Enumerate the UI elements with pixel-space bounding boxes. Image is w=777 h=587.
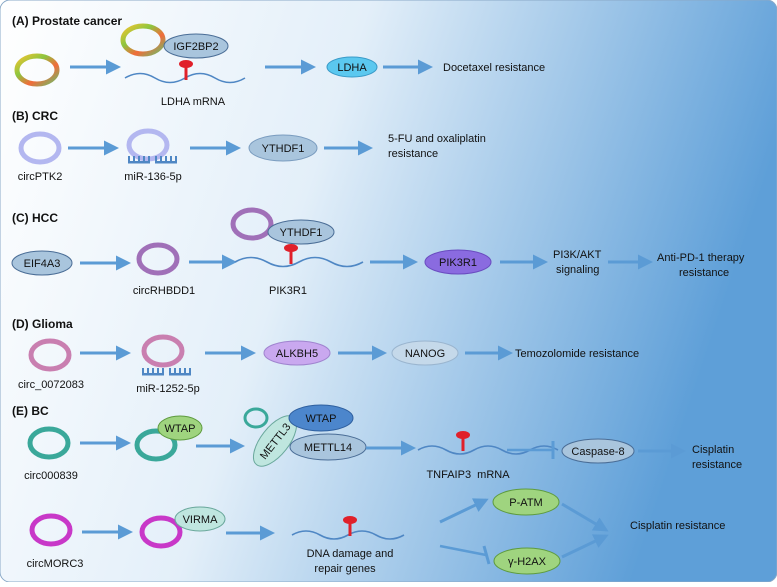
virma-label: VIRMA [183,514,219,526]
pik3r1-node [424,249,492,275]
wtap-label-blue: WTAP [306,413,337,425]
m6a-mark-head [284,244,298,252]
oxaliplatin-resistance-line1: 5-FU and oxaliplatin [388,133,486,145]
circrhbdd1-ring [230,207,274,241]
wtap-node-blue [288,404,354,432]
p-atm-node [492,488,560,516]
ythdf1-node [248,134,318,162]
circrhbdd1-label: circRHBDD1 [133,285,195,297]
circ-0072083-ring [141,334,185,368]
mirna-comb [142,368,191,376]
m6a-mark-head [456,431,470,439]
h2ax-node [493,547,561,575]
panel-e: (E) BC circ000839 WTAP METTL3 WTAP METTL… [12,404,742,575]
caspase-8-label: Caspase-8 [571,446,624,458]
circmorc3-label: circMORC3 [27,558,84,570]
inhibition-arrow [439,544,487,557]
circ000839-label: circ000839 [24,470,78,482]
panel-a: (A) Prostate cancer IGF2BP2 LDHA mRNA LD… [12,14,545,108]
tnfaip3-mrna-label: TNFAIP3 mRNA [426,469,510,481]
ythdf1-label: YTHDF1 [262,143,305,155]
ldha-mrna-label: LDHA mRNA [161,96,226,108]
ythdf1-label: YTHDF1 [280,227,323,239]
circ000839-ring [243,407,269,429]
circrhbdd1-ring [136,242,180,276]
dna-damage-line1: DNA damage and [307,548,394,560]
h2ax-label: γ-H2AX [508,556,547,568]
pik3r1-label: PIK3R1 [439,257,477,269]
circptk2-ring [18,131,62,165]
arrow [439,498,489,524]
oxaliplatin-resistance-line2: resistance [388,148,438,160]
ythdf1-node [267,219,335,245]
virma-node [174,506,226,532]
mettl14-label: METTL14 [304,442,352,454]
anti-pd1-line1: Anti-PD-1 therapy [657,252,745,264]
arrow [561,534,609,559]
m6a-mark-head [343,516,357,524]
panel-d: (D) Glioma circ_0072083 miR-1252-5p ALKB… [12,317,639,395]
circrna-ring [14,53,60,87]
cisplatin-resistance-2: Cisplatin resistance [630,520,725,532]
mir-1252-5p-label: miR-1252-5p [136,383,200,395]
circmorc3-ring [29,513,73,547]
circ-0072083-ring [28,338,72,372]
m6a-mark-head [179,60,193,68]
nanog-node [391,340,459,366]
circmorc3-ring [139,515,183,549]
ldha-label: LDHA [337,62,367,74]
eif4a3-node [11,250,73,276]
igf2bp2-node [163,33,229,59]
p-atm-label: P-ATM [509,497,542,509]
circ000839-ring [134,428,178,462]
temozolomide-resistance: Temozolomide resistance [515,348,639,360]
anti-pd1-line2: resistance [679,267,729,279]
pi3k-akt-line2: signaling [556,264,599,276]
panel-b: (B) CRC circPTK2 miR-136-5p YTHDF1 5-FU … [12,109,486,183]
pik3r1-mrna-label: PIK3R1 [269,285,307,297]
caspase-8-node [561,438,635,464]
inhibition-bar [482,545,491,565]
pi3k-akt-line1: PI3K/AKT [553,249,602,261]
mrna-strand [291,530,405,540]
ldha-node [326,56,378,78]
mirna-comb [128,156,177,164]
wtap-label-green: WTAP [165,423,196,435]
cisplatin-resistance-1-line2: resistance [692,459,742,471]
panel-e-title: (E) BC [12,404,49,418]
alkbh5-node [263,340,331,366]
mir-136-5p-label: miR-136-5p [124,171,181,183]
circptk2-label: circPTK2 [18,171,63,183]
cisplatin-resistance-1-line1: Cisplatin [692,444,734,456]
panel-a-title: (A) Prostate cancer [12,14,122,28]
alkbh5-label: ALKBH5 [276,348,318,360]
panel-c-title: (C) HCC [12,211,58,225]
circrna-ring [120,23,166,57]
circ-0072083-label: circ_0072083 [18,379,84,391]
igf2bp2-label: IGF2BP2 [173,41,218,53]
panel-d-title: (D) Glioma [12,317,73,331]
panel-c: (C) HCC EIF4A3 circRHBDD1 YTHDF1 PIK3R1 … [11,207,745,297]
nanog-label: NANOG [405,348,445,360]
wtap-node-green [157,415,203,441]
eif4a3-label: EIF4A3 [24,258,61,270]
dna-damage-line2: repair genes [314,563,376,575]
circ000839-ring [27,426,71,460]
docetaxel-resistance: Docetaxel resistance [443,62,545,74]
mrna-strand [234,256,364,268]
panel-b-title: (B) CRC [12,109,58,123]
arrow [561,502,609,532]
